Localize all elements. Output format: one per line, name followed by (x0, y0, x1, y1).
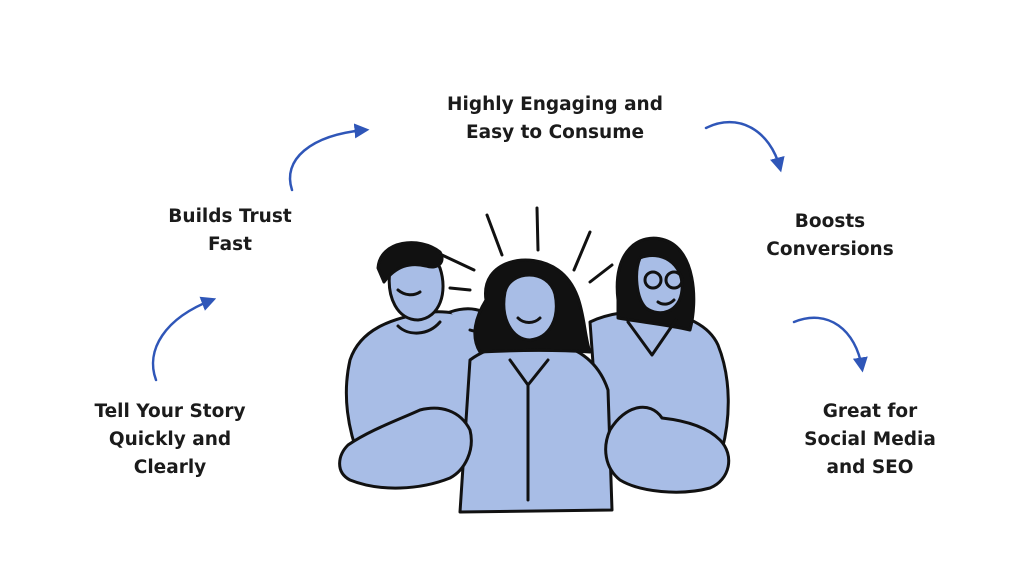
arrow-boost-to-social (792, 316, 868, 373)
benefit-highly-engaging: Highly Engaging and Easy to Consume (447, 94, 663, 143)
benefit-tell-your-story: Tell Your Story Quickly and Clearly (94, 401, 246, 478)
arrow-engage-to-boost (704, 120, 785, 173)
arrow-story-to-trust (151, 296, 217, 382)
arrow-trust-to-engage (288, 123, 370, 192)
benefit-social-media-seo: Great for Social Media and SEO (804, 401, 936, 478)
benefit-builds-trust: Builds Trust Fast (168, 206, 292, 255)
benefit-boosts-conversions: Boosts Conversions (766, 211, 894, 260)
